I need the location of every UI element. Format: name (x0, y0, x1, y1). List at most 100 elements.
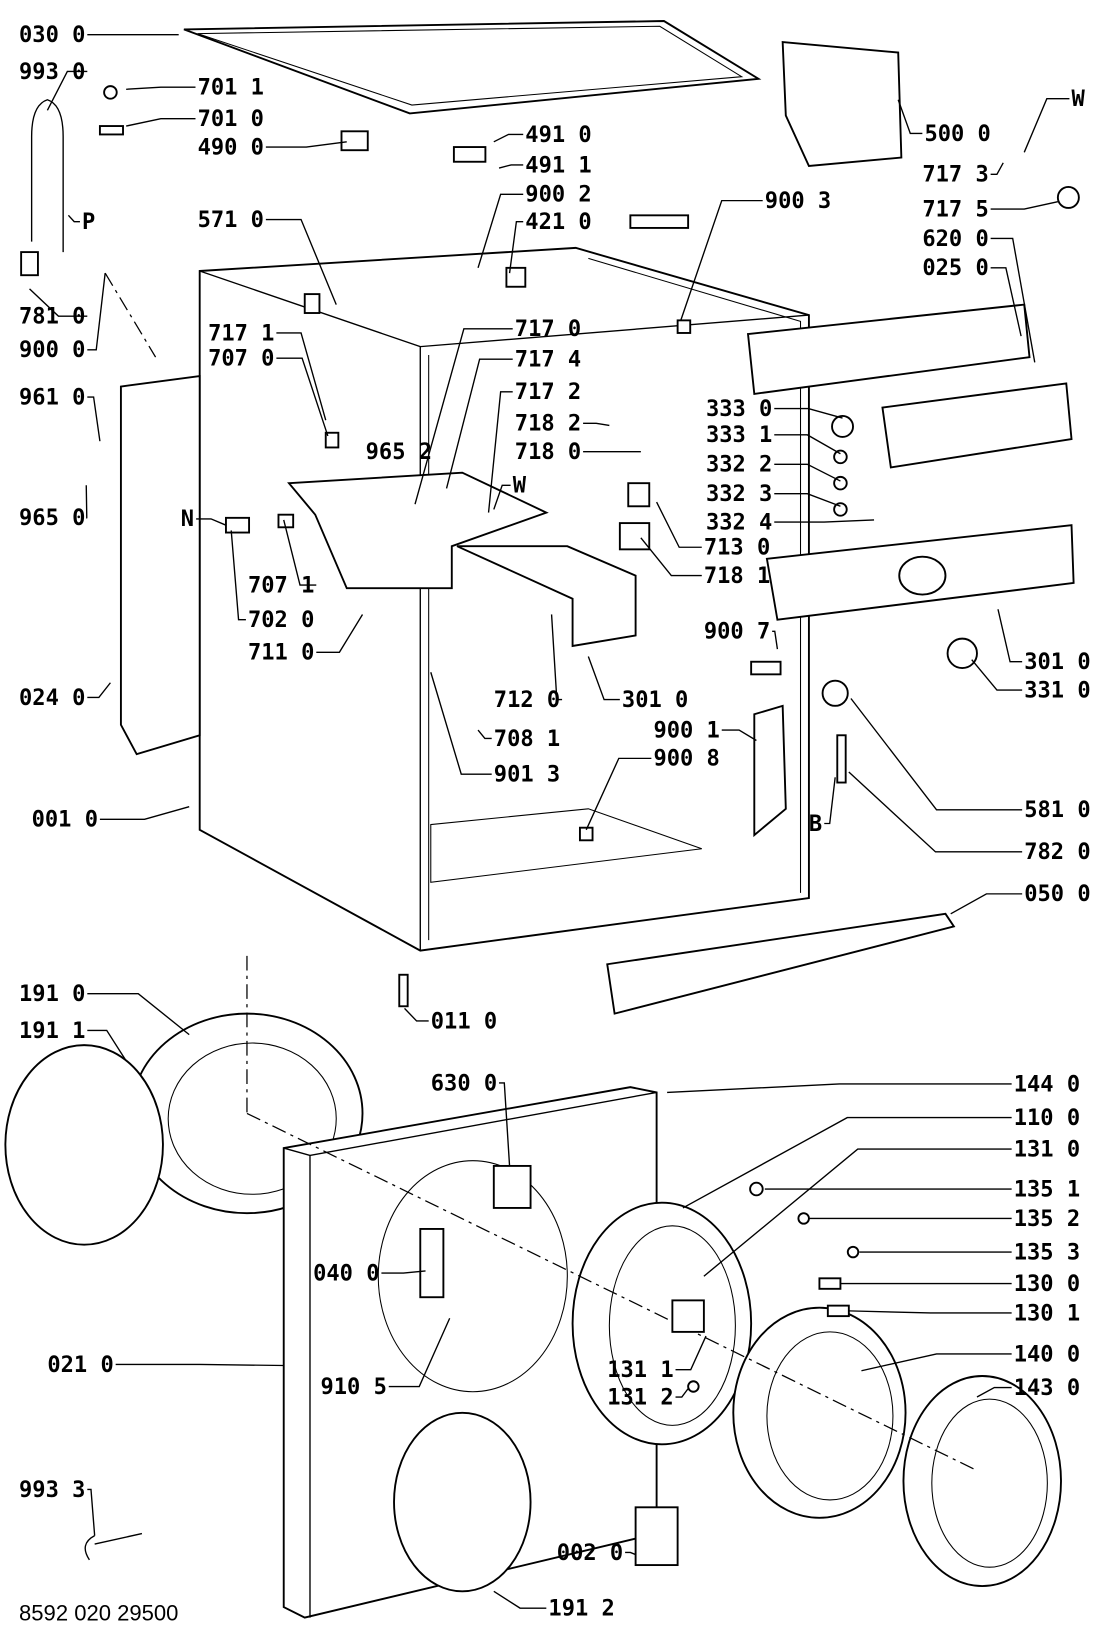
leader-line (1023, 98, 1070, 153)
part-label: 717 3 (922, 163, 988, 188)
part-label: 191 1 (19, 1019, 85, 1044)
leader-line (774, 492, 841, 507)
leader-line (774, 463, 841, 482)
part-label: 707 1 (248, 573, 314, 598)
part-label: 717 0 (515, 317, 581, 342)
door-ring (732, 1306, 907, 1519)
side-panel (119, 374, 201, 756)
part-label: 135 2 (1014, 1207, 1080, 1232)
part-label: 900 8 (653, 747, 719, 772)
part-label: 711 0 (248, 641, 314, 666)
plinth (606, 912, 956, 1015)
leader-line (283, 519, 317, 586)
leader-line (87, 273, 106, 351)
leader-line (316, 614, 364, 653)
leader-line (498, 164, 524, 169)
leader-line (990, 237, 1036, 363)
glass-circle (4, 1044, 164, 1246)
part-label: 781 0 (19, 305, 85, 330)
part-label: 491 1 (525, 153, 591, 178)
part-label: 333 0 (706, 397, 772, 422)
part-label: 900 2 (525, 183, 591, 208)
leader-line (667, 1083, 1012, 1094)
part-label: 965 0 (19, 506, 85, 531)
leader-line (550, 614, 563, 701)
leader-line (87, 682, 111, 699)
leader-line (585, 757, 652, 831)
part-label: 717 1 (208, 321, 274, 346)
part-label: 500 0 (924, 122, 990, 147)
leader-line (990, 267, 1022, 337)
door-frame-outer (902, 1375, 1062, 1588)
leader-line (265, 218, 337, 305)
part-label: 782 0 (1024, 840, 1090, 865)
part-label: 713 0 (704, 536, 770, 561)
part-label: 050 0 (1024, 882, 1090, 907)
leader-line (774, 407, 843, 419)
part-label: 131 2 (607, 1385, 673, 1410)
leader-line (477, 729, 492, 740)
part-label: B (809, 812, 822, 837)
door-frame-inner (571, 1201, 753, 1446)
part-label: W (513, 474, 527, 499)
dispenser-housing (287, 471, 549, 590)
leader-lines (29, 33, 1070, 1609)
leader-line (87, 396, 101, 442)
part-label: 332 2 (706, 453, 772, 478)
leader-line (445, 358, 513, 489)
part-label: 040 0 (313, 1261, 379, 1286)
part-label: 131 1 (607, 1358, 673, 1383)
part-label: P (82, 210, 95, 235)
part-label: 717 5 (922, 197, 988, 222)
part-label: 993 0 (19, 60, 85, 85)
part-label: 717 2 (515, 380, 581, 405)
part-label: 002 0 (557, 1541, 623, 1566)
part-label: 901 3 (494, 762, 560, 787)
part-label: 718 1 (704, 564, 770, 589)
part-label: 332 3 (706, 482, 772, 507)
leader-line (196, 518, 227, 526)
electronic-module (781, 40, 903, 167)
cabinet (198, 246, 810, 952)
part-label: 135 3 (1014, 1240, 1080, 1265)
leader-line (772, 630, 779, 650)
part-label: 001 0 (32, 808, 98, 833)
leader-line (276, 332, 327, 421)
part-label: 701 0 (198, 107, 264, 132)
leader-line (897, 99, 923, 135)
leader-line (675, 1335, 707, 1371)
leader-line (499, 1082, 511, 1166)
leader-line (990, 162, 1004, 176)
leader-line (997, 609, 1023, 663)
part-label: 712 0 (494, 688, 560, 713)
part-label: 910 5 (320, 1375, 386, 1400)
part-label: 421 0 (525, 210, 591, 235)
control-board (881, 382, 1073, 469)
part-label: 333 1 (706, 423, 772, 448)
leader-line (640, 537, 702, 577)
leader-line (430, 672, 492, 775)
leader-line (680, 199, 763, 321)
part-label: 130 1 (1014, 1301, 1080, 1326)
leader-line (487, 391, 513, 513)
leader-line (126, 118, 196, 127)
document-code: 8592 020 29500 (19, 1601, 178, 1626)
leader-line (950, 893, 1023, 915)
part-label: 135 1 (1014, 1177, 1080, 1202)
leader-line (404, 1007, 429, 1022)
part-label: 900 3 (765, 189, 831, 214)
leader-line (477, 193, 524, 269)
leader-line (625, 1551, 636, 1556)
part-label: 491 0 (525, 123, 591, 148)
leader-line (848, 1310, 1012, 1314)
part-label: 131 0 (1014, 1137, 1080, 1162)
part-label: 620 0 (922, 227, 988, 252)
leader-line (850, 698, 1023, 811)
leader-line (381, 1270, 426, 1274)
part-label: 301 0 (1024, 650, 1090, 675)
leader-line (971, 659, 1023, 691)
leader-line (87, 1029, 127, 1062)
part-label: 130 0 (1014, 1272, 1080, 1297)
